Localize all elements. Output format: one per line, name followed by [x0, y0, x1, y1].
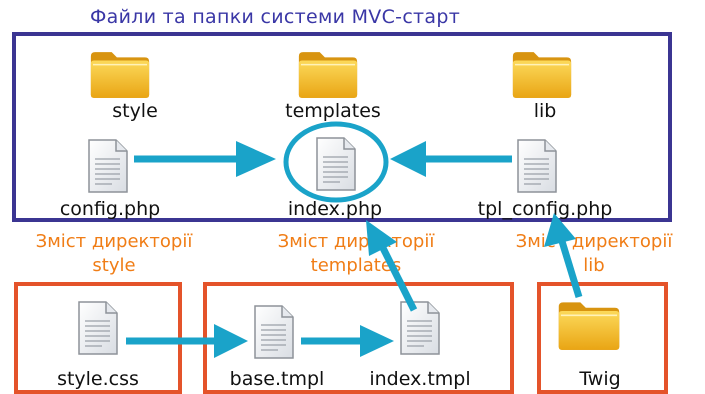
section-dirname: templates	[310, 255, 402, 276]
file-icon[interactable]	[314, 136, 358, 192]
section-dirname: lib	[583, 255, 605, 276]
folder-label-lib: lib	[533, 100, 557, 122]
section-label-lib: Зміст директорії lib	[484, 230, 704, 278]
section-heading: Зміст директорії	[35, 231, 193, 252]
lib-dir-box	[537, 282, 668, 394]
diagram-title: Файли та папки системи MVC-старт	[90, 6, 461, 28]
folder-icon[interactable]	[510, 48, 574, 100]
section-label-templates: Зміст директорії templates	[246, 230, 466, 278]
folder-icon[interactable]	[88, 48, 152, 100]
file-label-index-php: index.php	[287, 198, 383, 220]
section-heading: Зміст директорії	[515, 231, 673, 252]
folder-icon[interactable]	[556, 298, 622, 352]
section-dirname: style	[92, 255, 136, 276]
file-icon[interactable]	[398, 300, 442, 356]
file-label-style-css: style.css	[57, 368, 139, 390]
section-heading: Зміст директорії	[277, 231, 435, 252]
system-files-box	[12, 32, 672, 222]
folder-label-style: style	[112, 100, 158, 122]
file-label-config-php: config.php	[59, 198, 161, 220]
folder-label-templates: templates	[285, 100, 381, 122]
file-label-index-tmpl: index.tmpl	[369, 368, 471, 390]
folder-icon[interactable]	[296, 48, 360, 100]
file-label-tpl-config-php: tpl_config.php	[477, 198, 613, 220]
folder-label-twig: Twig	[579, 368, 621, 390]
file-icon[interactable]	[515, 138, 559, 194]
file-icon[interactable]	[86, 138, 130, 194]
section-label-style: Зміст директорії style	[4, 230, 224, 278]
file-icon[interactable]	[76, 300, 120, 356]
file-icon[interactable]	[252, 304, 296, 360]
file-label-base-tmpl: base.tmpl	[229, 368, 325, 390]
